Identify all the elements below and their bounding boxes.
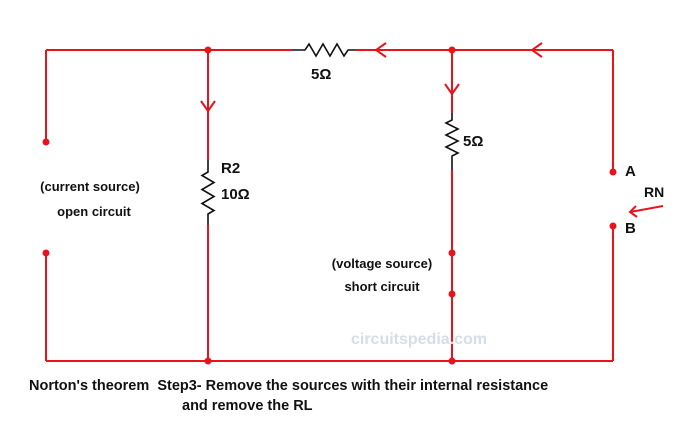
node-top-r2 (204, 46, 212, 54)
short-circuit-top (448, 249, 456, 257)
arrow-down-r2-icon (200, 100, 216, 113)
arrow-down-middle-icon (444, 83, 460, 96)
nodes (42, 46, 617, 365)
open-circuit-note: open circuit (57, 204, 131, 219)
top-resistor-value: 5Ω (311, 66, 331, 83)
top-resistor-symbol (292, 42, 356, 58)
terminal-b-label: B (625, 220, 636, 237)
rn-label: RN (644, 184, 664, 200)
r2-resistor-symbol (200, 160, 216, 225)
resistors (200, 42, 460, 225)
terminal-b-dot (609, 222, 617, 230)
caption-line-1: Norton's theorem Step3- Remove the sourc… (29, 378, 548, 394)
r2-name: R2 (221, 160, 240, 177)
arrow-top-right-icon (530, 42, 543, 58)
terminal-a-dot (609, 168, 617, 176)
arrow-rn-shaft (629, 205, 664, 213)
voltage-source-note: (voltage source) (332, 256, 432, 271)
node-bottom-r2 (204, 357, 212, 365)
middle-resistor-value: 5Ω (463, 133, 483, 150)
arrow-rn-icon (628, 205, 638, 218)
node-bottom-middle (448, 357, 456, 365)
wires (45, 49, 614, 362)
caption-line-2: and remove the RL (182, 398, 313, 414)
terminal-open-top (42, 138, 50, 146)
short-circuit-note: short circuit (344, 279, 420, 294)
short-circuit-bottom (448, 290, 456, 298)
terminal-a-label: A (625, 163, 636, 180)
middle-resistor-symbol (444, 113, 460, 170)
watermark: circuitspedia.com (351, 331, 487, 348)
current-source-note: (current source) (40, 179, 140, 194)
r2-value: 10Ω (221, 186, 250, 203)
node-top-middle (448, 46, 456, 54)
arrow-top-left-icon (374, 42, 387, 58)
current-arrows (200, 42, 664, 218)
terminal-open-bottom (42, 249, 50, 257)
